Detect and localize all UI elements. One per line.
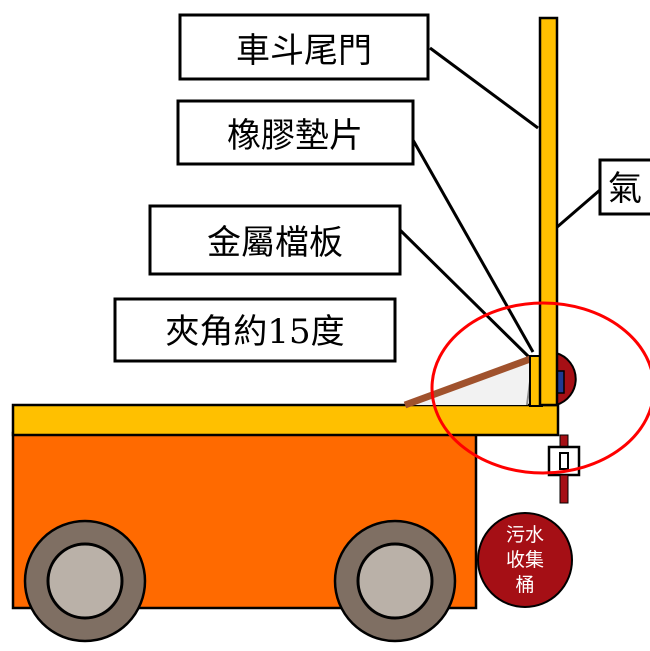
leader-line-baffle bbox=[398, 228, 534, 362]
drain-valve-inner bbox=[559, 452, 569, 470]
truck-deck bbox=[11, 403, 560, 437]
callout-metal-baffle: 金屬檔板 bbox=[207, 223, 343, 263]
callout-tailgate: 車斗尾門 bbox=[236, 31, 372, 71]
metal-baffle bbox=[403, 354, 535, 409]
wastewater-tank bbox=[477, 512, 573, 608]
leader-line-cut bbox=[555, 188, 601, 230]
tank-label-line3: 桶 bbox=[515, 574, 534, 596]
tailgate bbox=[538, 16, 559, 407]
drain-pipe-top bbox=[559, 434, 569, 448]
leader-line-gasket bbox=[411, 139, 535, 353]
callout-cut-off: 氣 bbox=[608, 169, 642, 209]
callout-box-gasket bbox=[176, 99, 415, 166]
callout-angle-prefix: 夾角約 bbox=[165, 312, 267, 352]
highlight-circle bbox=[430, 301, 650, 475]
callout-angle-suffix: 度 bbox=[311, 312, 345, 352]
wheel-rear-hub bbox=[356, 542, 434, 620]
wheel-front-hub bbox=[46, 542, 124, 620]
tank-label-line2: 收集 bbox=[506, 549, 544, 571]
leader-line-tailgate bbox=[429, 46, 539, 130]
callout-angle: 夾角約15度 bbox=[165, 312, 344, 352]
callout-box-angle bbox=[113, 297, 397, 363]
drain-pipe bbox=[559, 474, 569, 504]
callout-box-tailgate bbox=[178, 13, 430, 81]
callout-box-cut bbox=[598, 158, 650, 216]
tank-label-line1: 污水 bbox=[506, 524, 544, 546]
callout-rubber-gasket: 橡膠墊片 bbox=[227, 116, 363, 156]
callout-angle-value: 15 bbox=[267, 312, 310, 352]
callout-box-baffle bbox=[148, 204, 402, 276]
